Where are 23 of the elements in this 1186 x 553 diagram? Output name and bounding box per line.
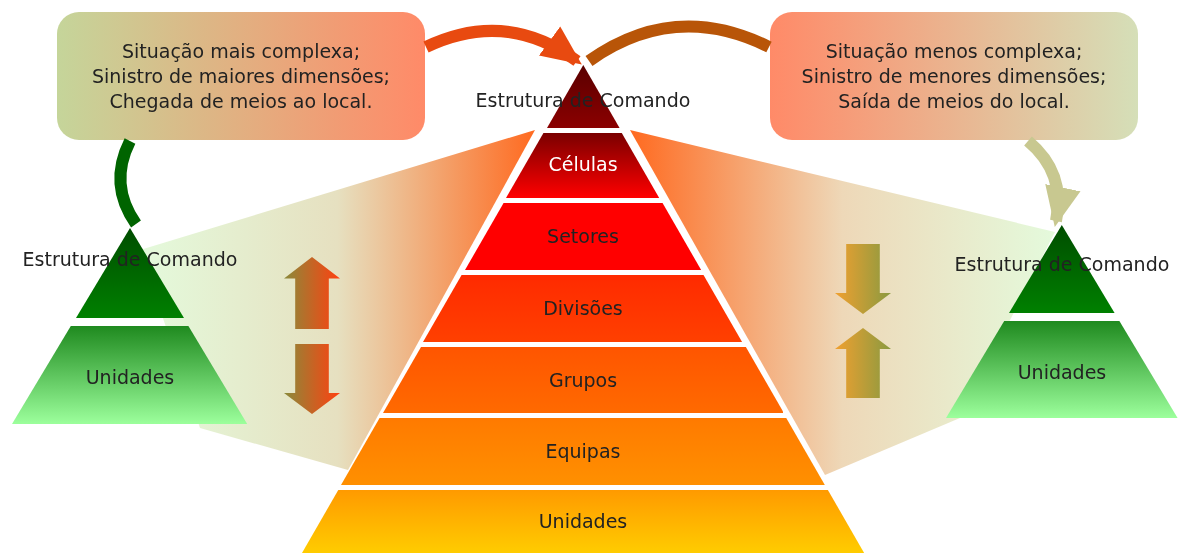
layer-label: Setores xyxy=(546,225,620,247)
callout-text: Situação mais complexa; Sinistro de maiores dimensões; Chegada de meios ao local. xyxy=(91,38,391,114)
layer-label: Estrutura de Comando xyxy=(21,248,239,270)
curved-arrow xyxy=(1024,136,1080,227)
pyramid-layer xyxy=(506,133,660,198)
layer-label: Unidades xyxy=(537,510,629,532)
callout-box xyxy=(770,12,1138,140)
layer-label: Células xyxy=(547,153,619,175)
pyramid-layer xyxy=(946,321,1178,418)
layer-label: Grupos xyxy=(547,369,619,391)
callout-text: Situação menos complexa; Sinistro de menores dimensões; Saída de meios do local. xyxy=(800,38,1108,114)
pyramid-layer xyxy=(301,490,865,553)
curved-arrow xyxy=(423,24,582,66)
layer-label: Divisões xyxy=(542,297,624,319)
pyramid-layer xyxy=(382,347,784,413)
pyramid-layer xyxy=(464,203,702,270)
pyramid-layer xyxy=(423,275,743,342)
layer-label: Unidades xyxy=(84,366,176,388)
layer-label: Unidades xyxy=(1016,361,1108,383)
pyramid-layer xyxy=(12,326,248,424)
callout-box xyxy=(57,12,425,140)
layer-label: Equipas xyxy=(544,440,622,462)
pyramid-layer xyxy=(341,418,825,485)
